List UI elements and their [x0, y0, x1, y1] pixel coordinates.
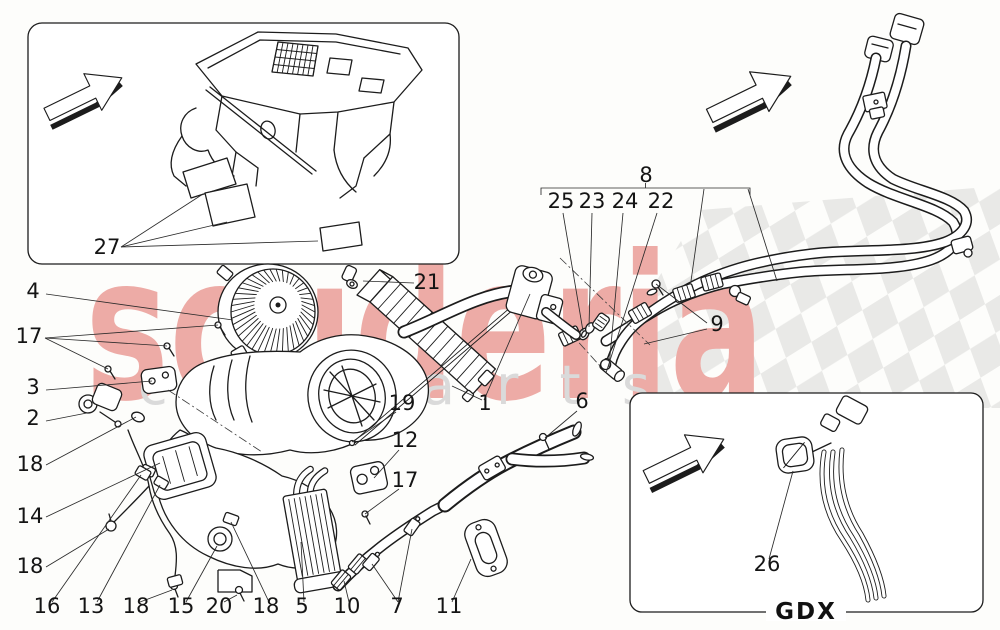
leader-line: [747, 188, 778, 282]
ac-pipes: [544, 12, 974, 382]
callout-22: 22: [648, 189, 675, 213]
leader-line: [300, 541, 305, 603]
leader-line: [768, 470, 794, 560]
callout-26: 26: [754, 552, 781, 576]
callout-11: 11: [436, 594, 463, 618]
callout-12: 12: [392, 428, 419, 452]
gdx-inset: GDX: [629, 392, 984, 625]
leader-line: [397, 528, 413, 603]
grommet-26: [775, 436, 815, 474]
heater-core: [282, 465, 347, 594]
callout-14: 14: [17, 504, 44, 528]
callout-2: 2: [26, 406, 39, 430]
leader-line: [45, 411, 93, 422]
callout-7: 7: [390, 594, 403, 618]
leader-line: [45, 380, 153, 391]
leader-line: [362, 280, 415, 284]
callout-20: 20: [206, 594, 233, 618]
callout-25: 25: [548, 189, 575, 213]
checkered-flag-watermark: [646, 186, 1000, 408]
callout-18: 18: [253, 594, 280, 618]
leader-line: [44, 337, 109, 370]
leader-line: [562, 212, 584, 332]
callout-23: 23: [579, 189, 606, 213]
callout-13: 13: [78, 594, 105, 618]
pipe-end-cap: [864, 12, 925, 63]
leader-line: [45, 416, 137, 466]
callout-18: 18: [17, 452, 44, 476]
leader-line: [483, 293, 531, 401]
callout-18: 18: [17, 554, 44, 578]
leader-line: [51, 474, 142, 603]
leader-line: [544, 410, 578, 439]
leader-line: [371, 563, 399, 603]
leader-line: [185, 545, 218, 603]
leader-line: [44, 324, 219, 339]
leader-line: [96, 484, 161, 603]
leader-line: [364, 488, 400, 515]
leader-line: [608, 212, 624, 368]
callout-10: 10: [334, 594, 361, 618]
leader-line: [351, 411, 397, 443]
leader-line: [690, 188, 705, 282]
leader-line: [451, 385, 483, 401]
leader-line: [45, 462, 161, 518]
callout-18: 18: [123, 594, 150, 618]
leader-line: [655, 283, 708, 324]
leader-line: [343, 580, 350, 603]
direction-arrow-icon: [698, 56, 800, 136]
callout-21: 21: [414, 270, 441, 294]
gasket-plate: [464, 518, 508, 578]
callout-17: 17: [392, 468, 419, 492]
dashboard-inset: [27, 22, 460, 265]
dashboard-drawing: [170, 31, 423, 252]
leader-line: [588, 212, 593, 328]
leader-line: [120, 221, 228, 248]
callout-3: 3: [26, 375, 39, 399]
leader-line: [451, 558, 472, 603]
callout-9: 9: [710, 312, 723, 336]
group-bracket-8: [540, 183, 751, 195]
callout-16: 16: [34, 594, 61, 618]
leader-line: [139, 589, 173, 603]
callout-24: 24: [612, 189, 639, 213]
pipe-clamp: [862, 91, 888, 120]
callout-27: 27: [94, 235, 121, 259]
gdx-code-label: GDX: [775, 599, 837, 625]
callout-19: 19: [389, 391, 416, 415]
heater-pipes: [330, 421, 595, 592]
expansion-valve-pipe: [397, 265, 581, 340]
pipe-seals: [578, 279, 664, 382]
leader-line: [45, 293, 234, 321]
pipe-sensor: [728, 235, 974, 306]
leader-line: [120, 240, 319, 248]
callout-6: 6: [575, 389, 588, 413]
leader-line: [120, 193, 204, 248]
leader-line: [605, 212, 658, 374]
leader-line: [373, 449, 400, 479]
callout-5: 5: [295, 594, 308, 618]
callout-17: 17: [16, 324, 43, 348]
leader-line: [643, 328, 708, 345]
callout-15: 15: [168, 594, 195, 618]
leader-line: [223, 594, 238, 603]
blower-assembly: [216, 263, 319, 361]
gdx-pipes: [811, 395, 887, 603]
callout-4: 4: [26, 279, 39, 303]
fitting-21: [341, 264, 358, 289]
callout-8: 8: [639, 163, 652, 187]
leader-line: [230, 521, 270, 603]
leader-line: [44, 337, 168, 347]
callout-1: 1: [478, 391, 491, 415]
